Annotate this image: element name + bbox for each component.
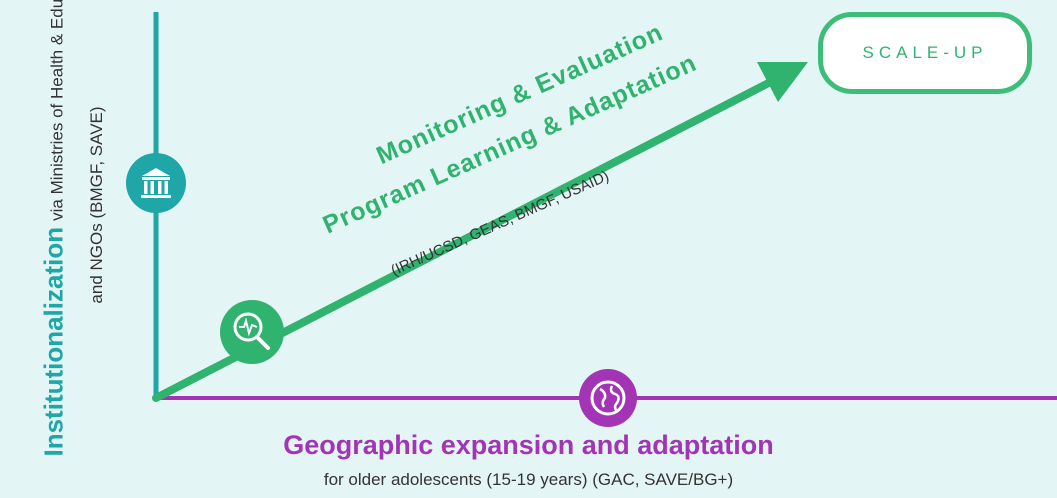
y-axis-subtitle-line2: and NGOs (BMGF, SAVE): [87, 106, 106, 304]
x-axis-title: Geographic expansion and adaptation: [283, 430, 774, 460]
magnifier-heartbeat-icon: [220, 300, 284, 364]
government-building-icon: [126, 153, 186, 213]
y-axis-label: Institutionalization via Ministries of He…: [0, 0, 110, 457]
x-axis-subtitle: for older adolescents (15-19 years) (GAC…: [323, 470, 734, 489]
y-axis-title: Institutionalization: [38, 226, 69, 457]
globe-icon: [579, 369, 637, 427]
y-axis-label-line1: Institutionalization via Ministries of He…: [39, 0, 70, 457]
y-axis-subtitle-line1: via Ministries of Health & Education: [47, 0, 67, 221]
scale-up-box: SCALE-UP: [818, 12, 1032, 94]
